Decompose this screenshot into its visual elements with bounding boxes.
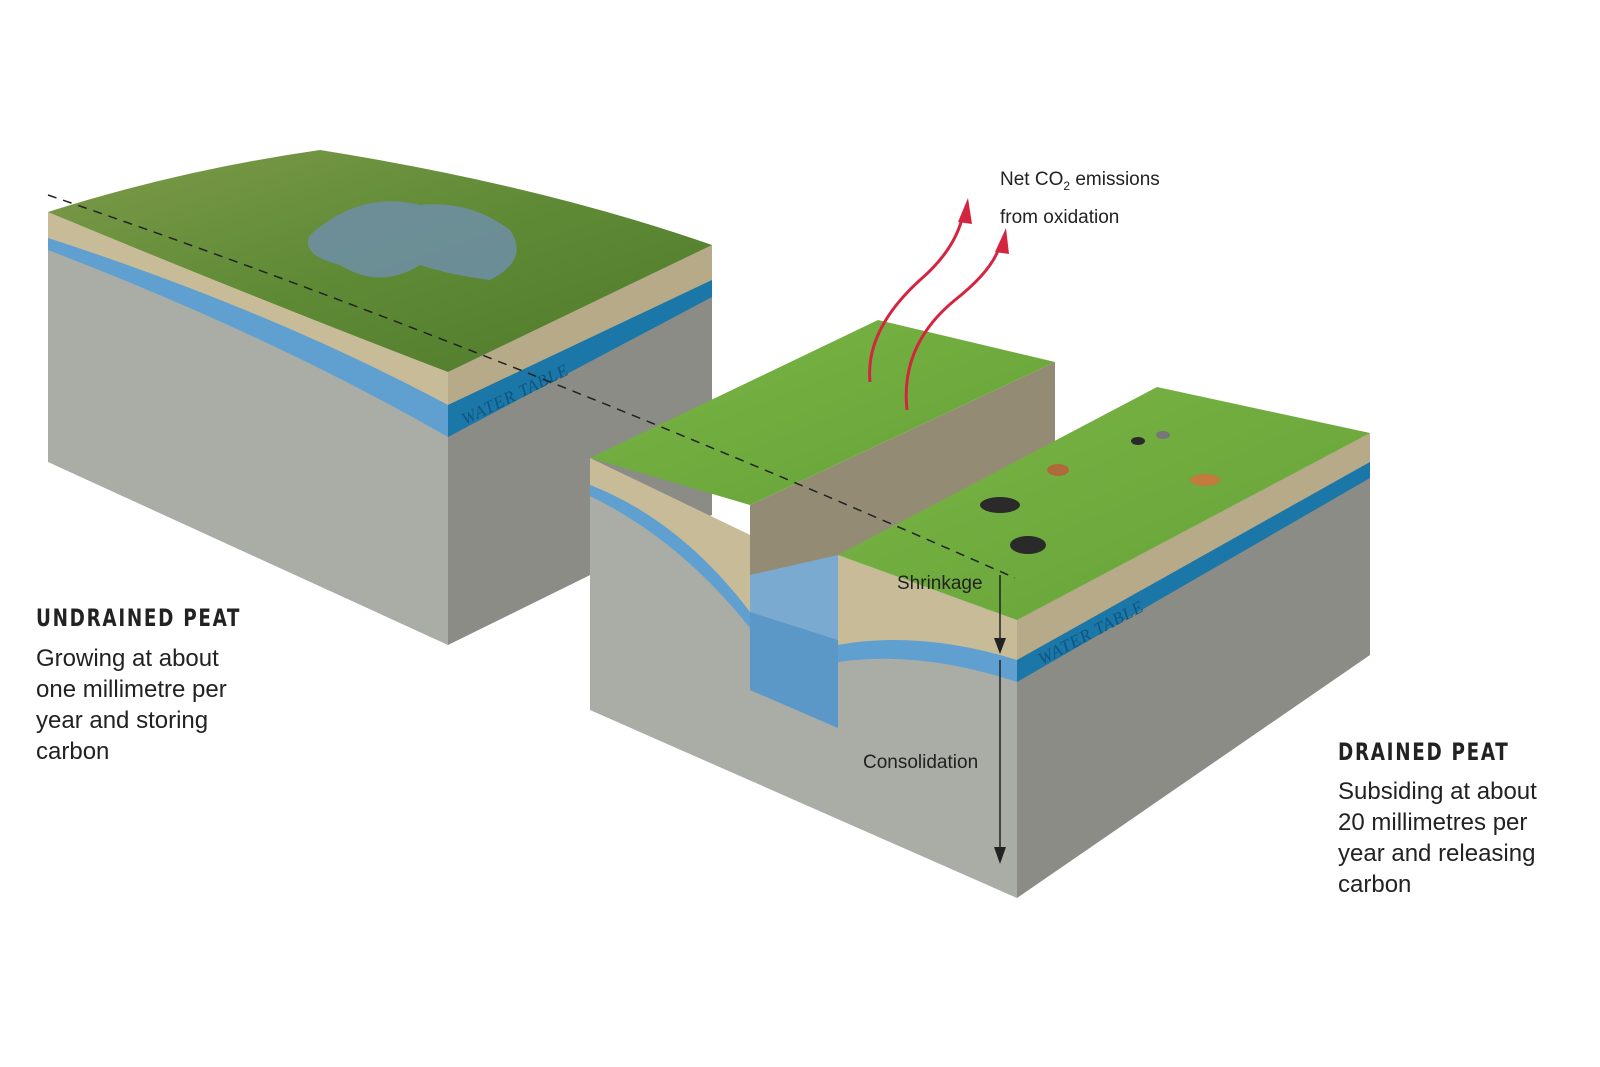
co2-arrowhead	[958, 198, 972, 224]
undrained-line: carbon	[36, 738, 110, 765]
shrinkage-arrow	[994, 575, 1006, 654]
drained-topsoil-front-right	[838, 555, 1017, 660]
cow-icon	[980, 497, 1020, 513]
undrained-line: year and storing	[36, 707, 209, 734]
grass-surface-right	[838, 387, 1370, 620]
drained-title: DRAINED PEAT	[1338, 738, 1510, 766]
shrinkage-label: Shrinkage	[897, 573, 983, 594]
undrained-front-face	[48, 212, 448, 645]
co2-arrowhead	[995, 228, 1009, 254]
cow-icon	[1047, 464, 1069, 476]
co2-label-line2: from oxidation	[1000, 206, 1120, 228]
cows	[980, 431, 1220, 554]
bog-pool	[308, 201, 517, 280]
undrained-water-front	[48, 238, 448, 437]
drained-topsoil-side	[1017, 433, 1370, 660]
consolidation-arrow	[994, 660, 1006, 864]
drained-water-side	[1017, 462, 1370, 682]
co2-subscript: 2	[1063, 178, 1071, 193]
drained-line: Subsiding at about	[1338, 778, 1537, 805]
undrained-line: Growing at about	[36, 645, 219, 672]
undrained-topsoil-front	[48, 212, 448, 405]
undrained-line: one millimetre per	[36, 676, 227, 703]
drained-description: Subsiding at about 20 millimetres per ye…	[1338, 776, 1537, 900]
co2-label-line1-suffix: emissions	[1070, 169, 1160, 190]
co2-arrows	[868, 214, 1002, 411]
undrained-block: WATER TABLE	[48, 150, 712, 645]
co2-arrow	[904, 244, 1002, 411]
grass-surface-middle	[590, 320, 1055, 505]
cow-icon	[1190, 474, 1220, 486]
drained-water-front-left	[590, 485, 750, 628]
co2-arrow	[868, 214, 965, 383]
drained-side-face	[1017, 433, 1370, 898]
undrained-water-side	[448, 280, 712, 437]
undrained-title: UNDRAINED PEAT	[36, 604, 242, 632]
cow-icon	[1010, 536, 1046, 554]
drained-water-front-right	[838, 640, 1017, 682]
cow-icon	[1131, 437, 1145, 445]
ditch-water-front	[750, 612, 838, 728]
consolidation-label: Consolidation	[863, 752, 979, 773]
undrained-description: Growing at about one millimetre per year…	[36, 643, 227, 767]
cow-icon	[1156, 431, 1170, 439]
co2-label-line1: Net CO	[1000, 169, 1064, 190]
drained-line: 20 millimetres per	[1338, 809, 1528, 836]
drained-line: carbon	[1338, 871, 1412, 898]
drained-line: year and releasing	[1338, 840, 1536, 867]
drained-topsoil-front-left	[590, 458, 750, 612]
drained-block: WATER TABLE	[590, 320, 1370, 898]
co2-label: Net CO2 emissions from oxidation	[1000, 164, 1160, 234]
original-surface-line	[47, 194, 1016, 579]
undrained-topsoil-side	[448, 245, 712, 405]
